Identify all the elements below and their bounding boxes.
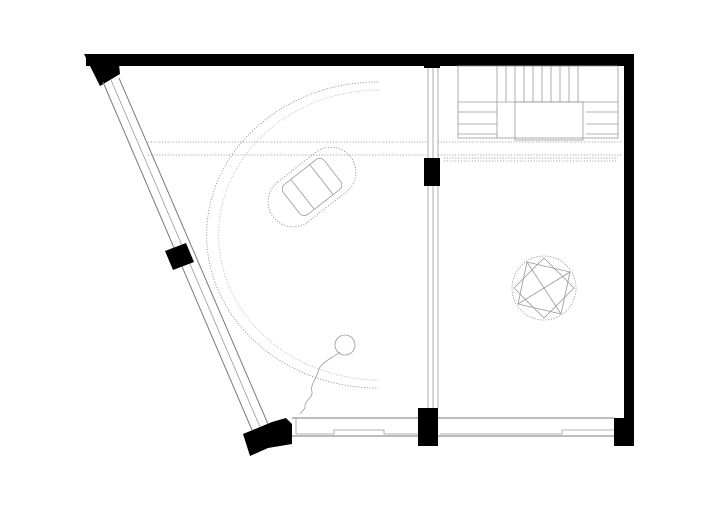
upper-partition-column bbox=[424, 158, 440, 186]
facade-column bbox=[165, 243, 194, 270]
slanted-window-wall bbox=[102, 77, 269, 431]
bottom-center-column bbox=[418, 408, 438, 446]
partition-wall bbox=[424, 62, 440, 408]
top-wall bbox=[86, 54, 634, 66]
car-icon bbox=[267, 146, 357, 228]
lamp-icon bbox=[299, 334, 356, 415]
curved-display-arc bbox=[206, 81, 381, 389]
top-left-corner-pier bbox=[84, 54, 120, 86]
top-partition-stub bbox=[424, 62, 440, 68]
right-wall bbox=[624, 54, 634, 446]
stair-icon bbox=[457, 65, 619, 141]
bottom-right-pier bbox=[614, 418, 634, 446]
light-fixture-icon bbox=[511, 255, 577, 321]
bottom-left-corner-pier bbox=[243, 418, 292, 456]
outer-walls bbox=[84, 54, 634, 456]
beam-line bbox=[148, 141, 622, 162]
bottom-window-wall bbox=[292, 408, 614, 446]
